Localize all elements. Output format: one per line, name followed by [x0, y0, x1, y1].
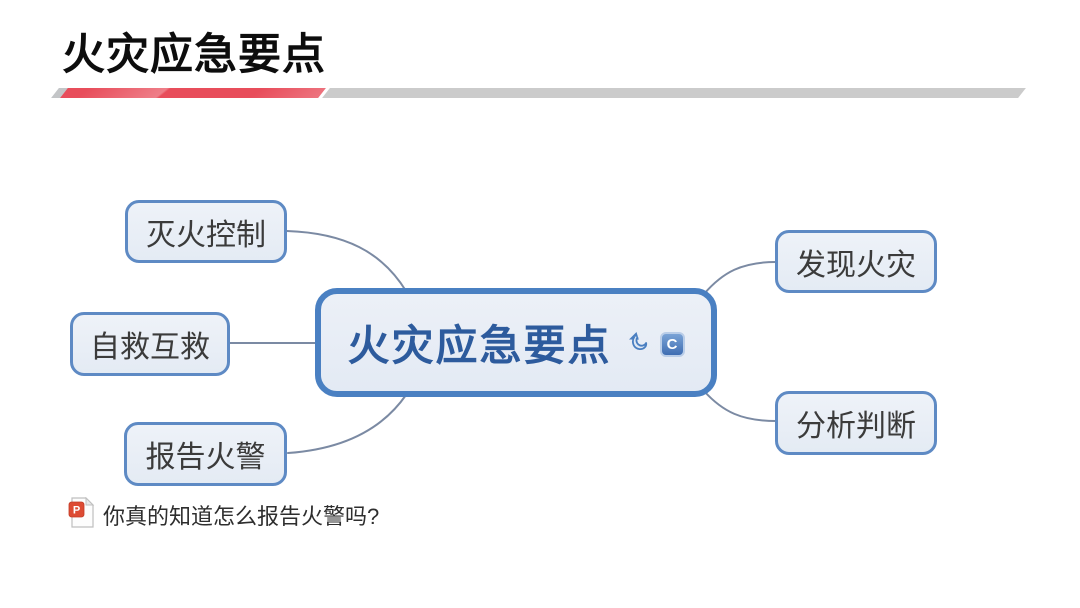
branch-node-quench-control[interactable]: 灭火控制 — [125, 200, 287, 263]
central-topic-node[interactable]: 火灾应急要点 C — [315, 288, 717, 397]
hyperlink-arrow-icon[interactable] — [623, 329, 649, 360]
branch-label: 发现火灾 — [796, 248, 916, 282]
connector-report-central — [287, 394, 407, 454]
branch-node-discover-fire[interactable]: 发现火灾 — [775, 230, 937, 293]
attachment-row[interactable]: P 你真的知道怎么报告火警吗? — [68, 496, 380, 533]
c-badge-icon[interactable]: C — [659, 332, 685, 357]
branch-node-report-fire[interactable]: 报告火警 — [124, 422, 287, 486]
branch-label: 报告火警 — [145, 441, 266, 474]
central-topic-label: 火灾应急要点 — [347, 322, 612, 369]
branch-label: 灭火控制 — [146, 218, 266, 252]
attachment-text: 你真的知道怎么报告火警吗? — [103, 504, 380, 529]
connector-central-discover — [703, 261, 777, 295]
powerpoint-file-icon: P — [68, 496, 95, 533]
branch-node-analyze-judge[interactable]: 分析判断 — [775, 391, 937, 455]
connector-quench-central — [286, 230, 407, 292]
connector-central-analyze — [703, 390, 777, 422]
branch-label: 自救互救 — [90, 331, 210, 364]
page-title: 火灾应急要点 — [62, 31, 326, 79]
branch-node-self-rescue[interactable]: 自救互救 — [70, 312, 230, 376]
branch-label: 分析判断 — [796, 410, 916, 443]
svg-text:P: P — [73, 505, 80, 517]
